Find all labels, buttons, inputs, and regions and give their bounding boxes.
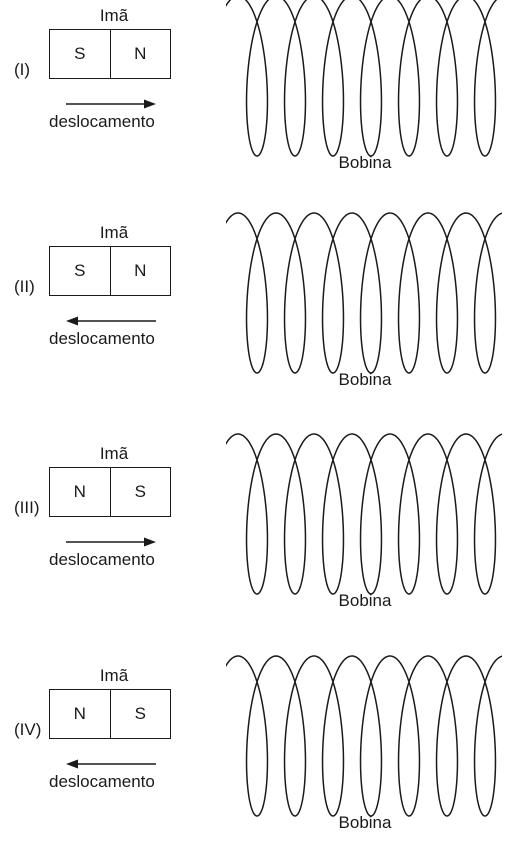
bar-magnet: S N [49,246,171,296]
right-pole: N [134,261,147,280]
coil-icon [226,212,502,374]
panel-number: (I) [14,60,31,79]
coil-icon [226,655,502,817]
displacement-label: deslocamento [49,772,155,791]
panel-number: (III) [14,498,40,517]
coil-icon [226,0,498,157]
panel-4: (IV) Imã N S deslocamento Bobina [0,650,515,852]
magnet-label: Imã [99,666,129,685]
arrow-head [66,759,78,769]
displacement-arrow-icon [66,759,156,769]
panel-number: (II) [14,277,35,296]
displacement-arrow-icon [66,316,156,326]
coil-wire [226,212,502,374]
magnet-label: Imã [99,444,129,463]
panel-3: (III) Imã N S deslocamento Bobina [0,428,515,638]
magnet-label: Imã [99,6,129,25]
bar-magnet: S N [49,29,171,79]
coil-wire [226,433,502,595]
left-pole: N [50,468,111,516]
displacement-arrow-icon [66,537,156,547]
bar-magnet: N S [49,689,171,739]
panel-number: (IV) [14,720,42,739]
displacement-label: deslocamento [49,112,155,131]
coil-wire [226,0,498,157]
magnet-label: Imã [99,223,129,242]
displacement-arrow-icon [66,99,156,109]
coil-label: Bobina [338,370,392,389]
coil-label: Bobina [338,813,392,832]
coil-label: Bobina [338,153,392,172]
right-pole: S [134,704,146,723]
arrow-head [144,537,156,547]
bar-magnet: N S [49,467,171,517]
panel-1: (I) Imã S N deslocamento Bobina [0,0,515,200]
right-pole: S [134,482,146,501]
right-pole: N [134,44,147,63]
displacement-label: deslocamento [49,550,155,569]
coil-label: Bobina [338,591,392,610]
coil-wire [226,655,502,817]
left-pole: S [50,30,111,78]
coil-icon [226,433,502,595]
arrow-head [66,316,78,326]
arrow-head [144,99,156,109]
displacement-label: deslocamento [49,329,155,348]
left-pole: N [50,690,111,738]
panel-2: (II) Imã S N deslocamento Bobina [0,207,515,417]
left-pole: S [50,247,111,295]
